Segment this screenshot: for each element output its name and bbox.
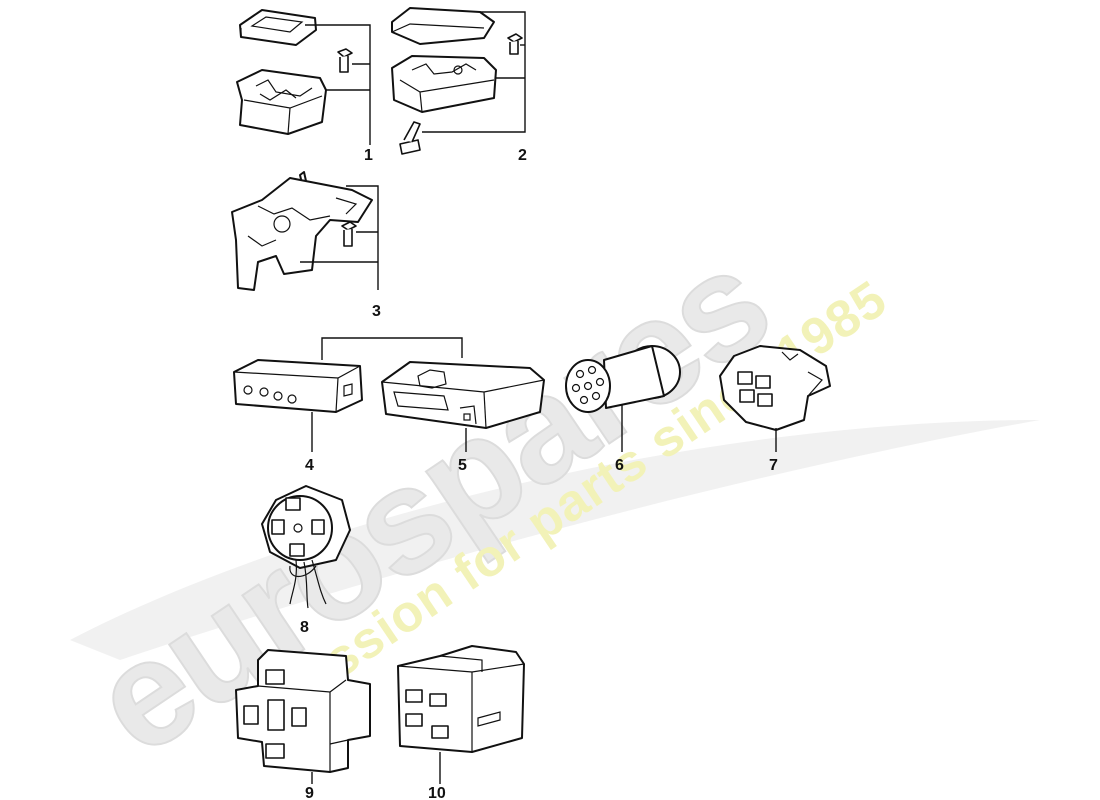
part-10-group: 10 xyxy=(397,645,525,800)
callout-4: 4 xyxy=(305,457,314,474)
callout-1: 1 xyxy=(364,147,373,164)
callout-8: 8 xyxy=(300,619,309,636)
callout-5: 5 xyxy=(458,457,467,474)
callout-9: 9 xyxy=(305,785,314,800)
part-3-group: 3 xyxy=(231,171,381,320)
watermark: eurospares a passion for parts since 198… xyxy=(63,216,1040,788)
part-4-group: 4 xyxy=(233,337,463,474)
callout-3: 3 xyxy=(372,303,381,320)
part-9-group: 9 xyxy=(235,649,371,800)
part-1-group: 1 xyxy=(236,9,373,164)
callout-10: 10 xyxy=(428,785,446,800)
part-2-group: 2 xyxy=(391,7,527,164)
callout-6: 6 xyxy=(615,457,624,474)
callout-2: 2 xyxy=(518,147,527,164)
part-6-group: 6 xyxy=(565,345,681,474)
part-8-group: 8 xyxy=(261,485,351,636)
callout-7: 7 xyxy=(769,457,778,474)
part-7-group: 7 xyxy=(719,345,831,474)
part-5-group: 5 xyxy=(381,361,545,474)
watermark-swoosh xyxy=(70,420,1040,660)
